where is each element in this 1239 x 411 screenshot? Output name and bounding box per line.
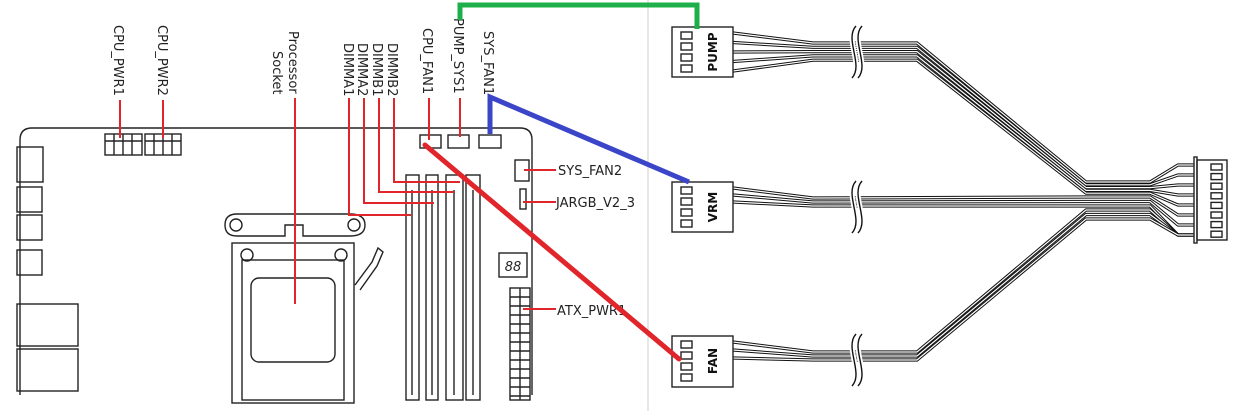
label-dimmb2: DIMMB2	[384, 43, 399, 96]
pin	[1210, 163, 1223, 171]
pin	[1210, 182, 1223, 190]
label-jargb: JARGB_V2_3	[555, 196, 635, 211]
pin	[680, 362, 693, 371]
wire	[732, 212, 1194, 358]
label-processor: Processor	[285, 31, 300, 94]
wire-core	[732, 32, 1194, 183]
label-dimma1: DIMMA1	[340, 43, 355, 96]
jargb-header	[519, 188, 527, 210]
wire-core	[732, 194, 1194, 226]
pin	[680, 31, 693, 40]
atx-pwr1-connector	[509, 287, 531, 401]
vrm-connector: VRM	[671, 181, 734, 233]
label-dimmb1: DIMMB1	[369, 43, 384, 96]
fan-label: FAN	[706, 348, 720, 374]
pin	[1210, 230, 1223, 238]
cpu-pwr1-connector	[104, 133, 143, 156]
label-socket: Socket	[269, 51, 284, 95]
label-pump-sys1: PUMP_SYS1	[450, 18, 465, 94]
wire-core	[732, 41, 1194, 186]
pump-label: PUMP	[706, 32, 720, 71]
break-mark-icon	[851, 180, 857, 234]
header-connector	[1193, 156, 1228, 244]
io-port	[16, 348, 79, 392]
break-mark-icon	[851, 25, 857, 79]
wire-core	[732, 59, 1194, 206]
pin	[680, 351, 693, 360]
motherboard: 88	[16, 127, 533, 404]
pin	[680, 373, 693, 382]
io-port	[16, 303, 79, 347]
wire-core	[732, 218, 1194, 361]
wire-core	[732, 213, 1194, 357]
pin	[680, 340, 693, 349]
leader-lines	[119, 98, 556, 310]
pump-sys1-header	[447, 134, 470, 149]
dimm-slots	[405, 174, 481, 401]
pump-connector: PUMP	[671, 26, 734, 78]
splitter-cable	[732, 24, 1194, 388]
wire	[732, 54, 1194, 197]
label-dimma2: DIMMA2	[354, 43, 369, 96]
wire	[732, 50, 1194, 190]
io-port	[16, 186, 43, 213]
pin	[1210, 201, 1223, 210]
pin	[680, 219, 693, 228]
fan-connector: FAN	[671, 335, 734, 388]
break-mark-icon	[857, 25, 863, 79]
label-sys-fan2: SYS_FAN2	[558, 164, 622, 179]
pin	[1210, 220, 1223, 229]
wire-core	[732, 187, 1194, 216]
wire-core	[732, 209, 1194, 353]
wire	[732, 208, 1194, 354]
pin	[1210, 172, 1223, 181]
label-atx-pwr1: ATX_PWR1	[557, 304, 626, 319]
io-port	[16, 214, 43, 241]
pin	[680, 208, 693, 217]
pin	[680, 53, 693, 62]
break-mark-icon	[857, 180, 863, 234]
connection-pump	[457, 2, 700, 29]
label-cpu-pwr1: CPU_PWR1	[110, 25, 125, 96]
label-cpu-fan1: CPU_FAN1	[419, 28, 434, 94]
debug-led	[498, 252, 528, 278]
wire	[732, 217, 1194, 362]
connection-vrm	[487, 93, 690, 185]
break-mark-icon	[851, 333, 857, 387]
pin	[1210, 211, 1223, 219]
connection-fan	[422, 142, 682, 362]
io-port	[16, 249, 43, 276]
wire-core	[732, 55, 1194, 196]
io-port	[16, 146, 44, 183]
pin	[680, 186, 693, 195]
processor-socket	[224, 213, 384, 404]
pin	[1210, 192, 1223, 200]
debug-led-digits: 88	[505, 260, 522, 275]
pin	[680, 42, 693, 51]
label-cpu-pwr2: CPU_PWR2	[154, 25, 169, 96]
wire-core	[732, 51, 1194, 189]
pin	[680, 64, 693, 73]
sys-fan1-header	[478, 134, 502, 149]
break-mark-icon	[857, 333, 863, 387]
vrm-label: VRM	[706, 192, 720, 222]
wire	[732, 40, 1194, 187]
pin	[680, 197, 693, 206]
label-sys-fan1: SYS_FAN1	[480, 31, 495, 95]
